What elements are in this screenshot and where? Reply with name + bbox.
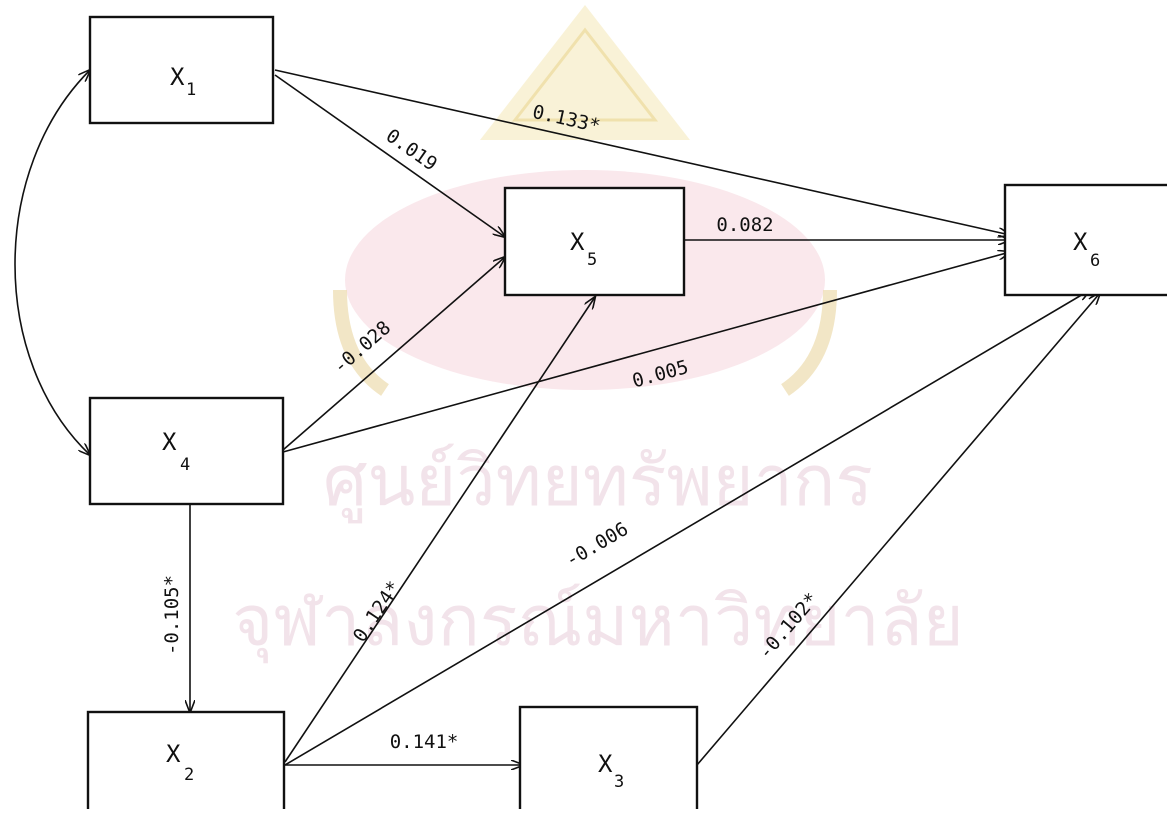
node-x2: X 2 (86, 710, 286, 814)
node-x4: X 4 (88, 396, 285, 506)
node-x6-box (1003, 183, 1167, 297)
edge-label-x5-x6: 0.082 (716, 214, 773, 236)
edge-label-x4-x2: -0.105* (161, 575, 183, 655)
edge-x3-x6 (696, 293, 1100, 766)
edge-x2-x6 (284, 290, 1090, 766)
node-x1: X 1 (88, 15, 275, 125)
node-x5-box (503, 186, 686, 297)
edge-x4-x6 (282, 252, 1010, 453)
edges-layer (14, 69, 1100, 766)
node-x3-subscript: 3 (614, 772, 624, 792)
node-x5-label: X (570, 228, 585, 256)
node-x2-label: X (166, 740, 181, 768)
node-x5: X 5 (503, 186, 686, 297)
watermark-line-2: จุฬาลงกรณ์มหาวิทยาลัย (232, 580, 963, 664)
node-x2-subscript: 2 (184, 765, 194, 785)
node-x3-box (518, 705, 699, 814)
edge-x1-x4-covariance (14, 70, 90, 455)
node-x3: X 3 (518, 705, 699, 814)
edge-label-x2-x3: 0.141* (390, 731, 459, 753)
node-x3-label: X (598, 750, 613, 778)
node-x4-box (88, 396, 285, 506)
watermark-text: ศูนย์วิทยทรัพยากร จุฬาลงกรณ์มหาวิทยาลัย (232, 440, 963, 664)
watermark-line-1: ศูนย์วิทยทรัพยากร (323, 440, 873, 524)
edge-x1-x5 (274, 74, 505, 237)
edge-x2-x5 (284, 297, 595, 763)
node-x4-label: X (162, 428, 177, 456)
nodes-layer: X 1 X 4 X 2 X 5 X 3 X 6 (86, 15, 1167, 814)
node-x1-label: X (170, 63, 185, 91)
node-x1-box (88, 15, 275, 125)
node-x1-subscript: 1 (186, 80, 196, 100)
edge-x4-x5 (282, 257, 505, 451)
node-x5-subscript: 5 (587, 250, 597, 270)
node-x2-box (86, 710, 286, 814)
node-x6-subscript: 6 (1090, 251, 1100, 271)
edge-label-x1-x5: 0.019 (382, 125, 441, 176)
edge-label-x2-x6: -0.006 (562, 518, 632, 572)
node-x6: X 6 (1003, 183, 1167, 297)
edge-x1-x6 (274, 69, 1010, 235)
node-x4-subscript: 4 (180, 455, 190, 475)
node-x6-label: X (1073, 228, 1088, 256)
